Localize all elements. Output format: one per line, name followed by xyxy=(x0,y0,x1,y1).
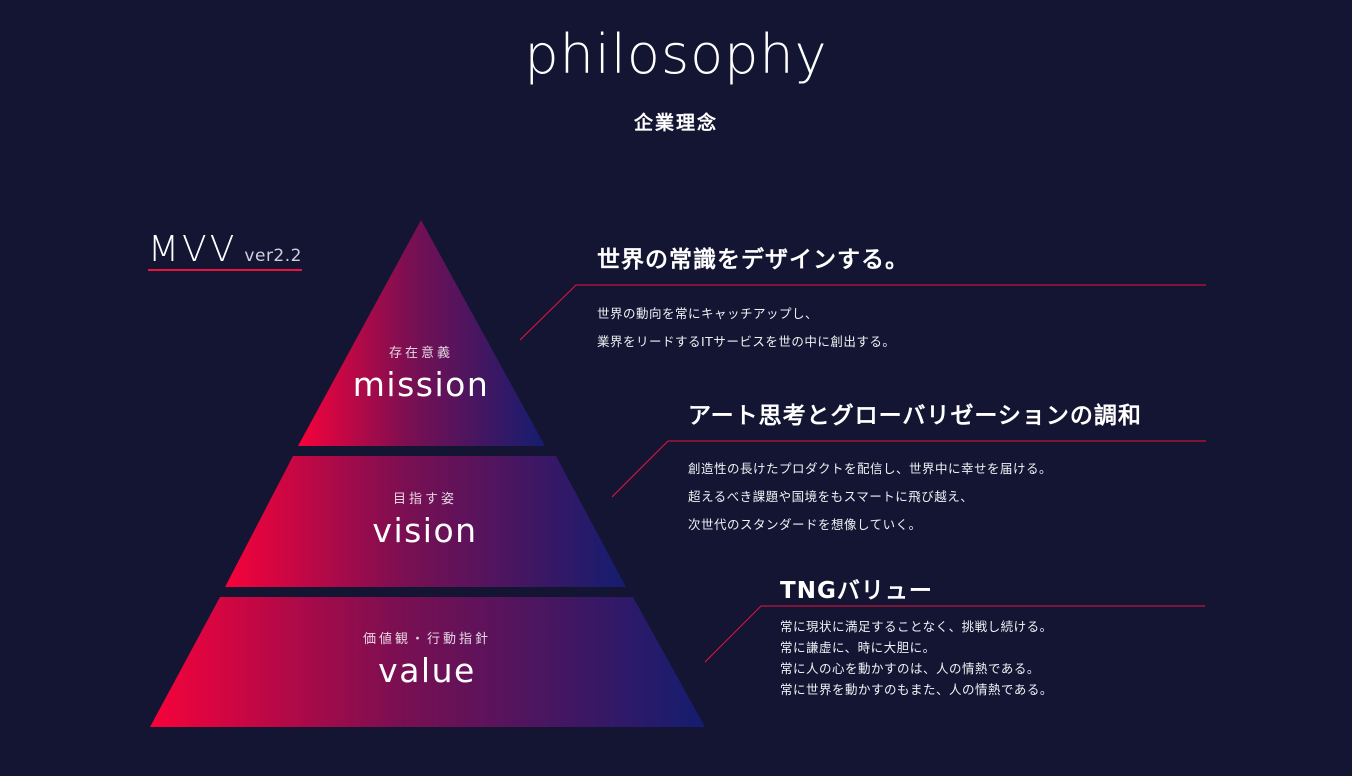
page-title: philosophy xyxy=(524,23,828,86)
tier-label-mission: 存在意義 mission xyxy=(353,342,489,405)
tier-en: vision xyxy=(372,511,478,550)
mission-body: 世界の動向を常にキャッチアップし、 業界をリードするITサービスを世の中に創出す… xyxy=(597,300,895,356)
vision-heading: アート思考とグローバリゼーションの調和 xyxy=(688,403,1142,429)
body-line: 創造性の長けたプロダクトを配信し、世界中に幸せを届ける。 xyxy=(688,461,1053,476)
body-line: 業界をリードするITサービスを世の中に創出する。 xyxy=(597,334,896,349)
body-line: 常に人の心を動かすのは、人の情熱である。 xyxy=(780,661,1040,676)
pyramid-tier-vision xyxy=(225,456,626,587)
tier-en: value xyxy=(378,651,476,690)
tier-label-value: 価値観・行動指針 value xyxy=(363,628,491,691)
body-line: 世界の動向を常にキャッチアップし、 xyxy=(597,306,819,321)
value-heading: TNGバリュー xyxy=(780,578,933,604)
connector-line-vision xyxy=(611,440,1206,498)
body-line: 常に世界を動かすのもまた、人の情熱である。 xyxy=(780,682,1053,697)
connector-line-value xyxy=(704,605,1205,663)
connector-line-mission xyxy=(519,284,1206,341)
tier-en: mission xyxy=(352,365,490,404)
body-line: 超えるべき課題や国境をもスマートに飛び越え、 xyxy=(688,489,974,504)
body-line: 次世代のスタンダードを想像していく。 xyxy=(688,517,922,532)
vision-body: 創造性の長けたプロダクトを配信し、世界中に幸せを届ける。 超えるべき課題や国境を… xyxy=(688,455,1052,539)
tier-jp: 価値観・行動指針 xyxy=(362,632,492,647)
mvv-label: MVV xyxy=(148,229,238,270)
body-line: 常に謙虚に、時に大胆に。 xyxy=(780,640,936,655)
body-line: 常に現状に満足することなく、挑戦し続ける。 xyxy=(780,619,1053,634)
page-subtitle: 企業理念 xyxy=(633,112,718,134)
mvv-badge: MVV ver2.2 xyxy=(148,232,302,271)
tier-jp: 目指す姿 xyxy=(392,492,458,507)
mvv-version: ver2.2 xyxy=(244,246,302,266)
mission-heading: 世界の常識をデザインする。 xyxy=(597,247,909,273)
tier-label-vision: 目指す姿 vision xyxy=(372,488,477,551)
value-body: 常に現状に満足することなく、挑戦し続ける。 常に謙虚に、時に大胆に。 常に人の心… xyxy=(780,616,1053,700)
pyramid-tier-value xyxy=(150,597,705,727)
pyramid-tier-mission xyxy=(298,220,545,446)
tier-jp: 存在意義 xyxy=(388,346,454,361)
